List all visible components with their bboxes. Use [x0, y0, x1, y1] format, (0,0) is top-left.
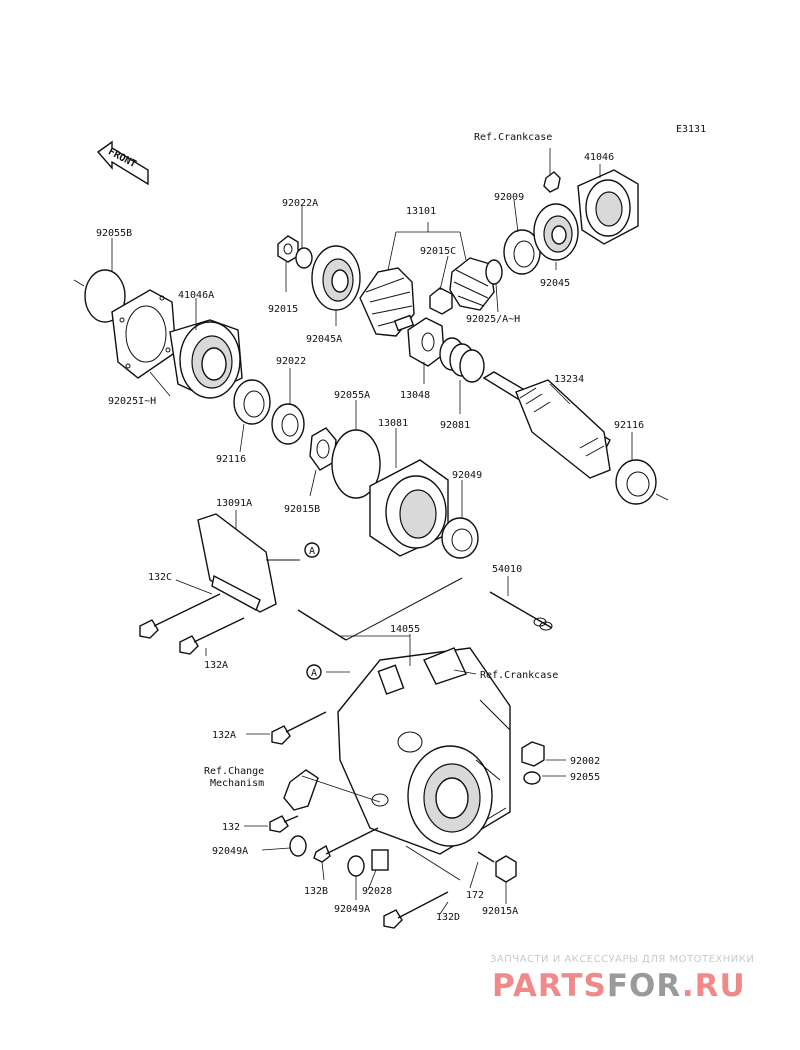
label-41046: 41046 — [584, 152, 614, 163]
label-92055B: 92055B — [96, 228, 132, 239]
label-92015: 92015 — [268, 304, 298, 315]
drain-plug-92002 — [521, 741, 545, 767]
label-92022: 92022 — [276, 356, 306, 367]
joint-housing-13081 — [369, 459, 449, 557]
label-41046A: 41046A — [178, 290, 214, 301]
label-13234: 13234 — [554, 374, 584, 385]
oil-seal-92116-right — [615, 459, 657, 505]
bolt-132 — [269, 815, 299, 833]
label-132C: 132C — [148, 572, 172, 583]
label-132A-lower: 132A — [212, 730, 236, 741]
coupling-13048 — [407, 317, 445, 367]
part-labels: 92055B 92025I~H 41046A 92022A 92015 9204… — [96, 132, 644, 923]
label-92116-left: 92116 — [216, 454, 246, 465]
label-14055: 14055 — [390, 624, 420, 635]
bolt-132A-upper — [179, 617, 245, 655]
seal-92049A-bottom — [347, 855, 365, 877]
label-92015C: 92015C — [420, 246, 456, 257]
callout-A-lower: A — [306, 664, 322, 680]
bolt-132C — [139, 593, 221, 639]
lock-washer-92022 — [271, 403, 305, 445]
final-gear-case — [337, 647, 511, 855]
label-54010: 54010 — [492, 564, 522, 575]
oil-seal-92116-left — [233, 379, 271, 425]
label-92028: 92028 — [362, 886, 392, 897]
bearing-housing-41046A — [169, 319, 243, 399]
front-arrow-icon: FRONT — [96, 140, 149, 186]
label-ref-change-1: Ref.Change — [204, 766, 264, 777]
dowel-92028 — [371, 849, 389, 871]
svg-text:A: A — [311, 668, 317, 679]
label-13081: 13081 — [378, 418, 408, 429]
label-92049A-bottom: 92049A — [334, 904, 370, 915]
bearing-92045 — [533, 203, 579, 261]
bevel-gear-13101 — [359, 267, 415, 337]
label-13048: 13048 — [400, 390, 430, 401]
label-92045A: 92045A — [306, 334, 342, 345]
label-ref-crankcase-right: Ref.Crankcase — [480, 670, 558, 681]
label-172: 172 — [466, 890, 484, 901]
label-ref-change-2: Mechanism — [210, 778, 264, 789]
bolt-top-crankcase — [543, 171, 561, 193]
label-92002: 92002 — [570, 756, 600, 767]
label-132A-upper: 132A — [204, 660, 228, 671]
nut-92015C — [429, 287, 453, 315]
label-92015A: 92015A — [482, 906, 518, 917]
seal-92049A-left — [289, 835, 307, 857]
label-13101: 13101 — [406, 206, 436, 217]
bevel-gear-13101-right — [449, 257, 495, 311]
diagram-code: E3131 — [676, 124, 706, 135]
label-92055A: 92055A — [334, 390, 370, 401]
cable-54010 — [297, 577, 553, 641]
label-92049A-left: 92049A — [212, 846, 248, 857]
label-92081: 92081 — [440, 420, 470, 431]
label-ref-crankcase-top: Ref.Crankcase — [474, 132, 552, 143]
label-92015B: 92015B — [284, 504, 320, 515]
label-92025AH: 92025/A~H — [466, 314, 520, 325]
bolt-132B — [313, 827, 379, 863]
bearing-housing-41046 — [577, 169, 639, 245]
watermark-tagline: ЗАПЧАСТИ И АКСЕССУАРЫ ДЛЯ МОТОТЕХНИКИ — [490, 954, 754, 965]
change-mechanism-bracket — [283, 769, 319, 811]
leader-lines — [111, 148, 633, 915]
label-132D: 132D — [436, 912, 460, 923]
drive-shaft-13234 — [482, 371, 611, 479]
label-92045: 92045 — [540, 278, 570, 289]
gasket-92025IH — [111, 289, 177, 379]
oil-seal-92049 — [441, 517, 479, 559]
stud-172 — [477, 851, 495, 863]
label-92116-right: 92116 — [614, 420, 644, 431]
spring-92081 — [439, 337, 485, 383]
bolt-132D — [383, 891, 449, 929]
label-92049: 92049 — [452, 470, 482, 481]
label-92055: 92055 — [570, 772, 600, 783]
watermark-logo: ЗАПЧАСТИ И АКСЕССУАРЫ ДЛЯ МОТОТЕХНИКИ PA… — [490, 954, 754, 1004]
callout-A-upper: A — [304, 542, 320, 558]
nut-92022A — [277, 235, 299, 263]
o-ring-92055 — [523, 771, 541, 785]
washer-92015 — [295, 247, 313, 269]
watermark-brand: PARTSFOR.RU — [492, 968, 746, 1004]
label-92022A: 92022A — [282, 198, 318, 209]
label-13091A: 13091A — [216, 498, 252, 509]
label-132: 132 — [222, 822, 240, 833]
bearing-92045A — [311, 245, 361, 311]
bolt-132A-lower — [271, 711, 327, 745]
label-132B: 132B — [304, 886, 328, 897]
label-92009: 92009 — [494, 192, 524, 203]
bracket-13091A — [197, 513, 300, 613]
o-ring-92055B — [84, 269, 126, 323]
shim-92025 — [485, 259, 503, 285]
svg-text:A: A — [309, 546, 315, 557]
nut-92015A — [495, 855, 517, 883]
label-92025IH: 92025I~H — [108, 396, 156, 407]
